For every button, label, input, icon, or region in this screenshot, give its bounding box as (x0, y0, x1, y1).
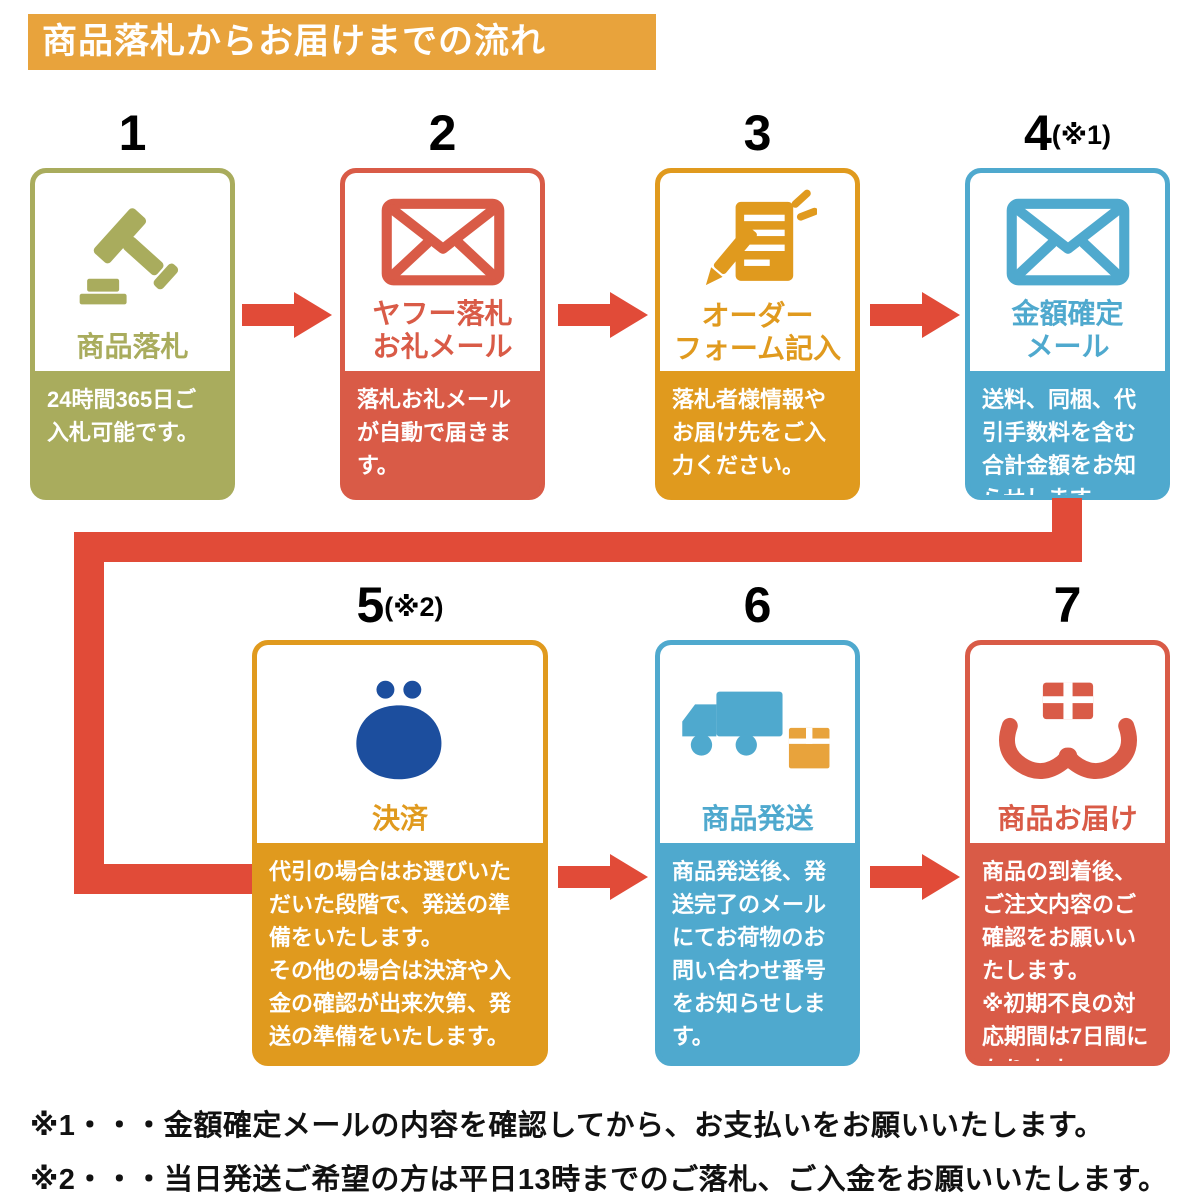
step-number-note: (※1) (1051, 120, 1112, 150)
step-description: 落札者様情報やお届け先をご入力ください。 (672, 387, 827, 478)
mail-icon (380, 187, 506, 297)
arrow-right-icon (242, 292, 332, 338)
step-number-note: (※2) (384, 592, 444, 622)
step-card-payment: 決済 代引の場合はお選びいただいた段階で、発送の準備をいたします。 その他の場合… (252, 640, 548, 1066)
step-title: 商品落札 (76, 330, 189, 362)
step-number-1: 1 (30, 104, 235, 162)
step-card-thanks-mail: ヤフー落札 お礼メール 落札お礼メールが自動で届きます。 (340, 168, 545, 500)
flow-connector (74, 532, 1082, 562)
step-number-text: 7 (1053, 577, 1082, 633)
step-card-delivery: 商品お届け 商品の到着後、ご注文内容のご確認をお願いいたします。 ※初期不良の対… (965, 640, 1170, 1066)
arrow-right-icon (558, 292, 648, 338)
arrow-right-icon (870, 292, 960, 338)
step-description: 送料、同梱、代引手数料を含む合計金額をお知らせします。 (982, 387, 1137, 500)
step-number-6: 6 (655, 576, 860, 634)
purse-icon (341, 659, 459, 802)
step-title: 金額確定 メール (1011, 297, 1124, 362)
step-number-3: 3 (655, 104, 860, 162)
page-title: 商品落札からお届けまでの流れ (28, 14, 656, 70)
step-description: 商品の到着後、ご注文内容のご確認をお願いいたします。 ※初期不良の対応期間は7日… (982, 859, 1149, 1061)
step-title: 決済 (371, 802, 428, 834)
step-number-5: 5(※2) (252, 576, 548, 634)
footnote-1: ※1・・・金額確定メールの内容を確認してから、お支払いをお願いいたします。 (30, 1110, 1105, 1142)
arrow-right-icon (870, 854, 960, 900)
footnote-2: ※2・・・当日発送ご希望の方は平日13時までのご落札、ご入金をお願いいたします。 (30, 1164, 1168, 1196)
truck-icon (678, 659, 838, 802)
step-number-text: 3 (743, 105, 772, 161)
order-form-icon (699, 187, 817, 299)
step-card-auction-win: 商品落札 24時間365日ご入札可能です。 (30, 168, 235, 500)
step-card-order-form: オーダー フォーム記入 落札者様情報やお届け先をご入力ください。 (655, 168, 860, 500)
step-title: ヤフー落札 お礼メール (372, 297, 513, 362)
step-card-price-mail: 金額確定 メール 送料、同梱、代引手数料を含む合計金額をお知らせします。 (965, 168, 1170, 500)
step-number-text: 6 (743, 577, 772, 633)
gavel-icon (74, 187, 192, 330)
step-number-7: 7 (965, 576, 1170, 634)
step-description: 24時間365日ご入札可能です。 (47, 387, 199, 445)
step-number-text: 4 (1023, 105, 1052, 161)
step-title: 商品発送 (701, 802, 814, 834)
step-title: 商品お届け (997, 802, 1138, 834)
flow-connector (74, 864, 256, 894)
step-description: 代引の場合はお選びいただいた段階で、発送の準備をいたします。 その他の場合は決済… (269, 859, 512, 1049)
step-card-shipping: 商品発送 商品発送後、発送完了のメールにてお荷物のお問い合わせ番号をお知らせしま… (655, 640, 860, 1066)
step-number-text: 2 (428, 105, 457, 161)
arrow-right-icon (558, 854, 648, 900)
step-number-2: 2 (340, 104, 545, 162)
step-number-text: 1 (118, 105, 147, 161)
step-description: 商品発送後、発送完了のメールにてお荷物のお問い合わせ番号をお知らせします。 (672, 859, 827, 1049)
flow-connector (74, 532, 104, 894)
step-number-text: 5 (356, 577, 385, 633)
step-description: 落札お礼メールが自動で届きます。 (357, 387, 512, 478)
mail-icon (1005, 187, 1131, 297)
step-title: オーダー フォーム記入 (673, 300, 842, 365)
step-number-4: 4(※1) (965, 104, 1170, 162)
delivery-hands-icon (993, 659, 1143, 802)
